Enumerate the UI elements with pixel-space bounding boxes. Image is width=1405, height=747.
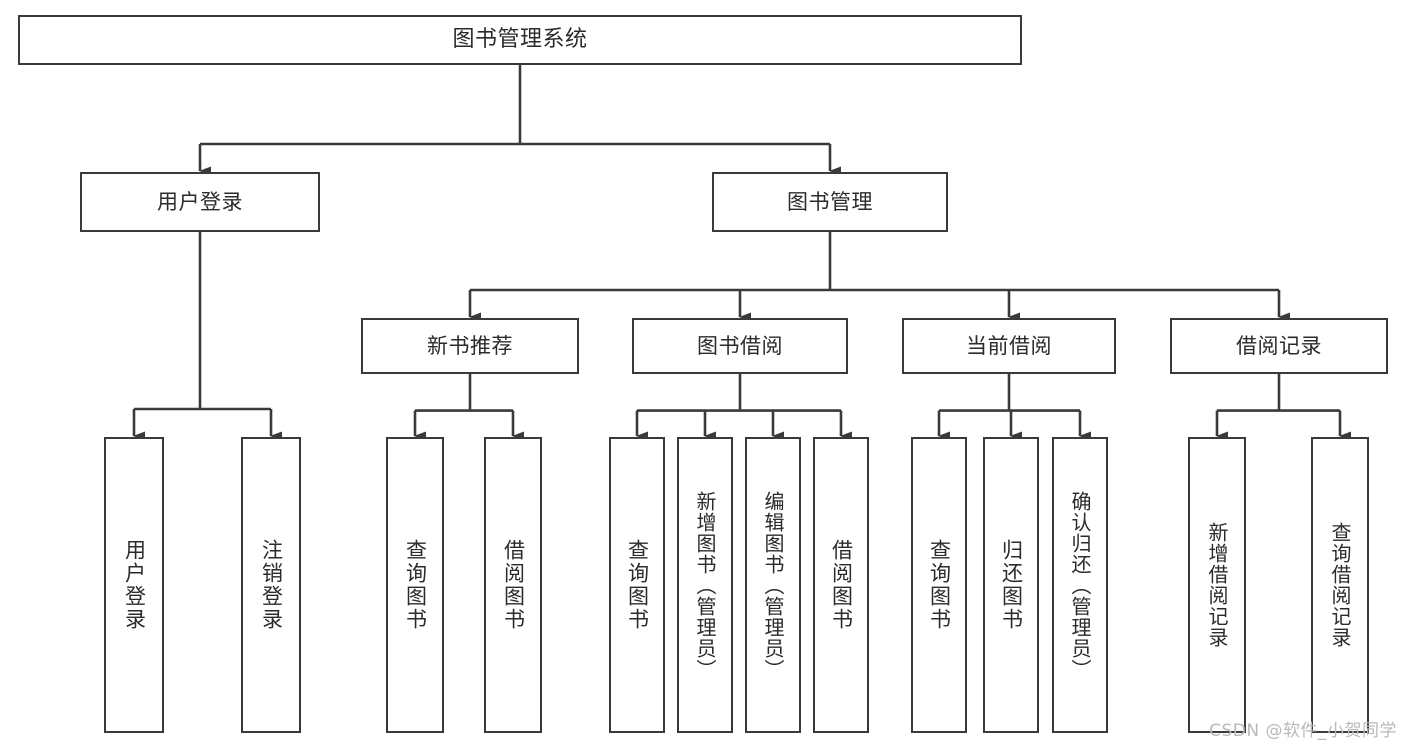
node-current[interactable]: 当前借阅 [902, 318, 1116, 374]
node-label: 查询图书 [625, 539, 650, 631]
node-label: 新书推荐 [427, 333, 513, 358]
node-label: 图书管理 [787, 189, 873, 214]
node-l8[interactable]: 借阅图书 [813, 437, 869, 733]
node-label: 当前借阅 [966, 333, 1052, 358]
node-label: 查询借阅记录 [1328, 522, 1352, 648]
node-label: 借阅记录 [1236, 333, 1322, 358]
node-label: 注销登录 [259, 539, 284, 631]
node-records[interactable]: 借阅记录 [1170, 318, 1388, 374]
node-label: 查询图书 [403, 539, 428, 631]
node-label: 图书借阅 [697, 333, 783, 358]
node-label: 用户登录 [122, 539, 147, 631]
node-l12[interactable]: 新增借阅记录 [1188, 437, 1246, 733]
node-l10[interactable]: 归还图书 [983, 437, 1039, 733]
node-l2[interactable]: 注销登录 [241, 437, 301, 733]
node-l1[interactable]: 用户登录 [104, 437, 164, 733]
node-label: 查询图书 [927, 539, 952, 631]
node-label: 用户登录 [157, 189, 243, 214]
node-label: 归还图书 [999, 539, 1024, 631]
node-l3[interactable]: 查询图书 [386, 437, 444, 733]
node-l4[interactable]: 借阅图书 [484, 437, 542, 733]
node-label: 确认归还（管理员） [1068, 490, 1092, 680]
node-l6[interactable]: 新增图书（管理员） [677, 437, 733, 733]
node-label: 新增借阅记录 [1205, 522, 1229, 648]
node-bookmgmt[interactable]: 图书管理 [712, 172, 948, 232]
node-label: 新增图书（管理员） [693, 490, 717, 680]
node-l5[interactable]: 查询图书 [609, 437, 665, 733]
node-label: 编辑图书（管理员） [761, 490, 785, 680]
csdn-watermark: CSDN @软件_小贺同学 [1209, 721, 1397, 741]
node-l11[interactable]: 确认归还（管理员） [1052, 437, 1108, 733]
node-label: 图书管理系统 [452, 27, 588, 53]
node-newbook[interactable]: 新书推荐 [361, 318, 579, 374]
node-label: 借阅图书 [829, 539, 854, 631]
node-login[interactable]: 用户登录 [80, 172, 320, 232]
node-borrowbook[interactable]: 图书借阅 [632, 318, 848, 374]
node-l9[interactable]: 查询图书 [911, 437, 967, 733]
node-l13[interactable]: 查询借阅记录 [1311, 437, 1369, 733]
node-l7[interactable]: 编辑图书（管理员） [745, 437, 801, 733]
node-root[interactable]: 图书管理系统 [18, 15, 1022, 65]
node-label: 借阅图书 [501, 539, 526, 631]
